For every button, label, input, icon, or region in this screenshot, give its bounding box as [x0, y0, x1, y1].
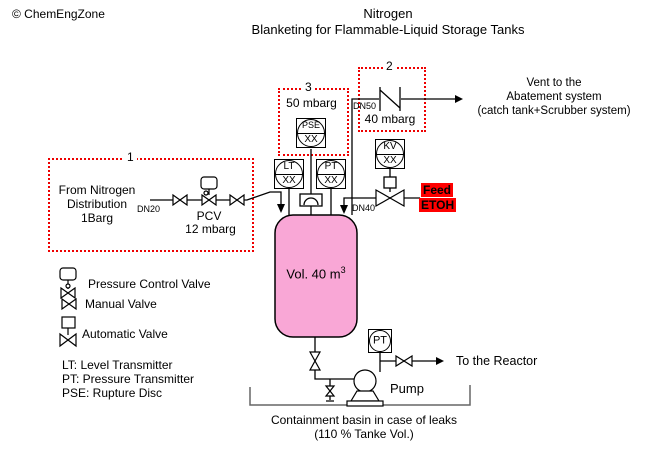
- nitrogen-into-tank-arrow: [277, 204, 285, 213]
- vent-arrow: [455, 95, 463, 103]
- etoh-label: ETOH: [419, 198, 457, 212]
- drain-valve-icon: [324, 385, 336, 397]
- breather-setpoint-label: 40 mbarg: [364, 112, 416, 126]
- legend-pse-label: PSE: Rupture Disc: [62, 386, 163, 400]
- pt-tank-instrument: PT XX: [316, 159, 346, 189]
- legend-lt-label: LT: Level Transmitter: [62, 358, 173, 372]
- reactor-arrow: [436, 357, 444, 365]
- box1-number: 1: [124, 150, 137, 164]
- legend-pcv-pilot-icon: [65, 283, 71, 289]
- feed-into-tank-arrow: [340, 205, 348, 214]
- dn20-label: DN20: [137, 204, 161, 214]
- legend-pcv-label: Pressure Control Valve: [88, 277, 211, 291]
- pump-label: Pump: [390, 381, 424, 396]
- pcv-pilot-icon: [203, 190, 209, 196]
- box2-number: 2: [383, 59, 396, 73]
- pse-instrument: PSE XX: [296, 118, 326, 148]
- pcv-actuator-icon: [200, 176, 218, 190]
- legend-pcv-valve-icon: [60, 286, 76, 300]
- tank-volume-label: Vol. 40 m3: [286, 265, 346, 282]
- pcv-label: PCV: [196, 209, 222, 223]
- legend-auto-valve-icon: [59, 332, 77, 348]
- pump-base-plate: [346, 400, 384, 407]
- lt-instrument: LT XX: [274, 159, 304, 189]
- feed-valve-actuator: [383, 176, 397, 189]
- pcv-setpoint-label: 12 mbarg: [185, 222, 236, 236]
- vent-riser-pipe: [351, 98, 379, 215]
- instrument-divider: [275, 174, 303, 175]
- storage-tank: [274, 214, 358, 338]
- legend-manual-valve-icon: [61, 297, 77, 311]
- legend-auto-actuator-icon: [61, 316, 76, 329]
- dotted-box-1-nitrogen-supply: [48, 158, 254, 252]
- legend-pcv-actuator-icon: [59, 267, 77, 281]
- reactor-destination-label: To the Reactor: [456, 354, 538, 368]
- page-title: Nitrogen Blanketing for Flammable-Liquid…: [128, 6, 648, 38]
- legend-pt-label: PT: Pressure Transmitter: [62, 372, 195, 386]
- instrument-divider: [376, 154, 404, 155]
- instrument-circle: [369, 330, 391, 352]
- pump-base-trapezoid: [349, 390, 381, 402]
- vent-destination-label: Vent to the Abatement system (catch tank…: [477, 77, 631, 117]
- flame-arrestor-dome: [303, 197, 319, 206]
- kv-instrument: KV XX: [375, 139, 405, 169]
- box3-number: 3: [302, 80, 315, 94]
- basin-label: Containment basin in case of leaks (110 …: [270, 413, 458, 441]
- pse-setpoint-label: 50 mbarg: [286, 96, 337, 110]
- pt-pump-instrument: PT: [368, 329, 392, 353]
- nitrogen-source-label: From Nitrogen Distribution 1Barg: [58, 183, 136, 225]
- manual-valve-1-icon: [172, 193, 188, 207]
- instrument-divider: [297, 133, 325, 134]
- feed-label: Feed: [421, 183, 454, 197]
- drain-pipe: [326, 379, 334, 402]
- pump-icon: [353, 369, 377, 393]
- manual-valve-2-icon: [229, 193, 245, 207]
- tank-volume-exponent: 3: [340, 265, 346, 275]
- instrument-divider: [317, 174, 345, 175]
- breather-valve-icon: [379, 87, 401, 111]
- legend-automatic-label: Automatic Valve: [82, 327, 168, 341]
- title-line1: Nitrogen: [363, 6, 413, 21]
- dn50-label: DN50: [353, 101, 377, 111]
- legend-manual-label: Manual Valve: [85, 297, 157, 311]
- dn40-label: DN40: [352, 203, 376, 213]
- title-line2: Blanketing for Flammable-Liquid Storage …: [251, 22, 525, 37]
- automatic-feed-valve-icon: [375, 188, 405, 208]
- copyright-label: © ChemEngZone: [12, 7, 105, 21]
- pcv-valve-icon: [201, 193, 217, 207]
- flame-arrestor-body: [299, 193, 323, 207]
- tank-outlet-valve-icon: [308, 351, 322, 371]
- tank-outlet-pipe: [314, 337, 354, 380]
- reactor-line-valve-icon: [395, 354, 413, 368]
